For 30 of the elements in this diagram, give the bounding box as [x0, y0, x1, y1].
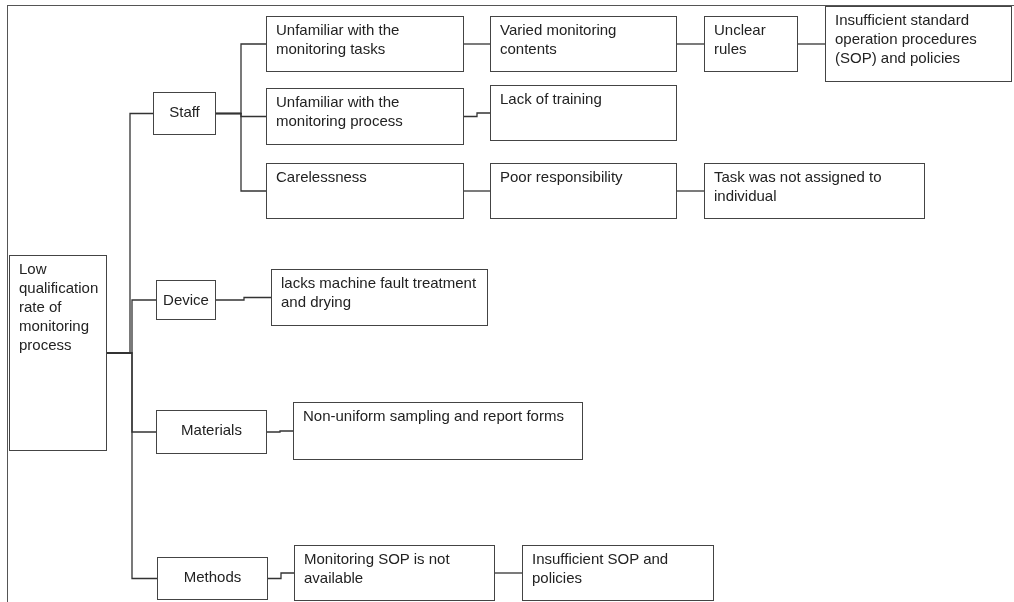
cause-box: Insufficient SOP and policies	[522, 545, 714, 601]
connector-line	[676, 190, 705, 192]
connector-line	[463, 43, 491, 45]
cause-box: Unclear rules	[704, 16, 798, 72]
cause-box: Monitoring SOP is not available	[294, 545, 495, 601]
connector-line	[797, 43, 826, 45]
cause-box: Unfamiliar with the monitoring process	[266, 88, 464, 145]
cause-box: Poor responsibility	[490, 163, 677, 219]
cause-box: lacks machine fault treatment and drying	[271, 269, 488, 326]
cause-box: Non-uniform sampling and report forms	[293, 402, 583, 460]
connector-line	[494, 572, 523, 574]
connector-line	[106, 352, 158, 580]
cause-box: Carelessness	[266, 163, 464, 219]
connector-line	[266, 430, 294, 433]
connector-line	[463, 112, 491, 118]
cause-box: Varied monitoring contents	[490, 16, 677, 72]
connector-line	[215, 112, 267, 192]
cause-box: Unfamiliar with the monitoring tasks	[266, 16, 464, 72]
problem-box: Low qualification rate of monitoring process	[9, 255, 107, 451]
connector-line	[676, 43, 705, 45]
connector-line	[463, 190, 491, 192]
cause-box: Insufficient standard operation procedures (SOP) and policies	[825, 6, 1012, 82]
category-box: Staff	[153, 92, 216, 135]
category-box: Device	[156, 280, 216, 320]
cause-box: Lack of training	[490, 85, 677, 141]
connector-line	[215, 296, 272, 301]
connector-line	[267, 572, 295, 580]
category-box: Methods	[157, 557, 268, 600]
cause-box: Task was not assigned to individual	[704, 163, 925, 219]
category-box: Materials	[156, 410, 267, 454]
